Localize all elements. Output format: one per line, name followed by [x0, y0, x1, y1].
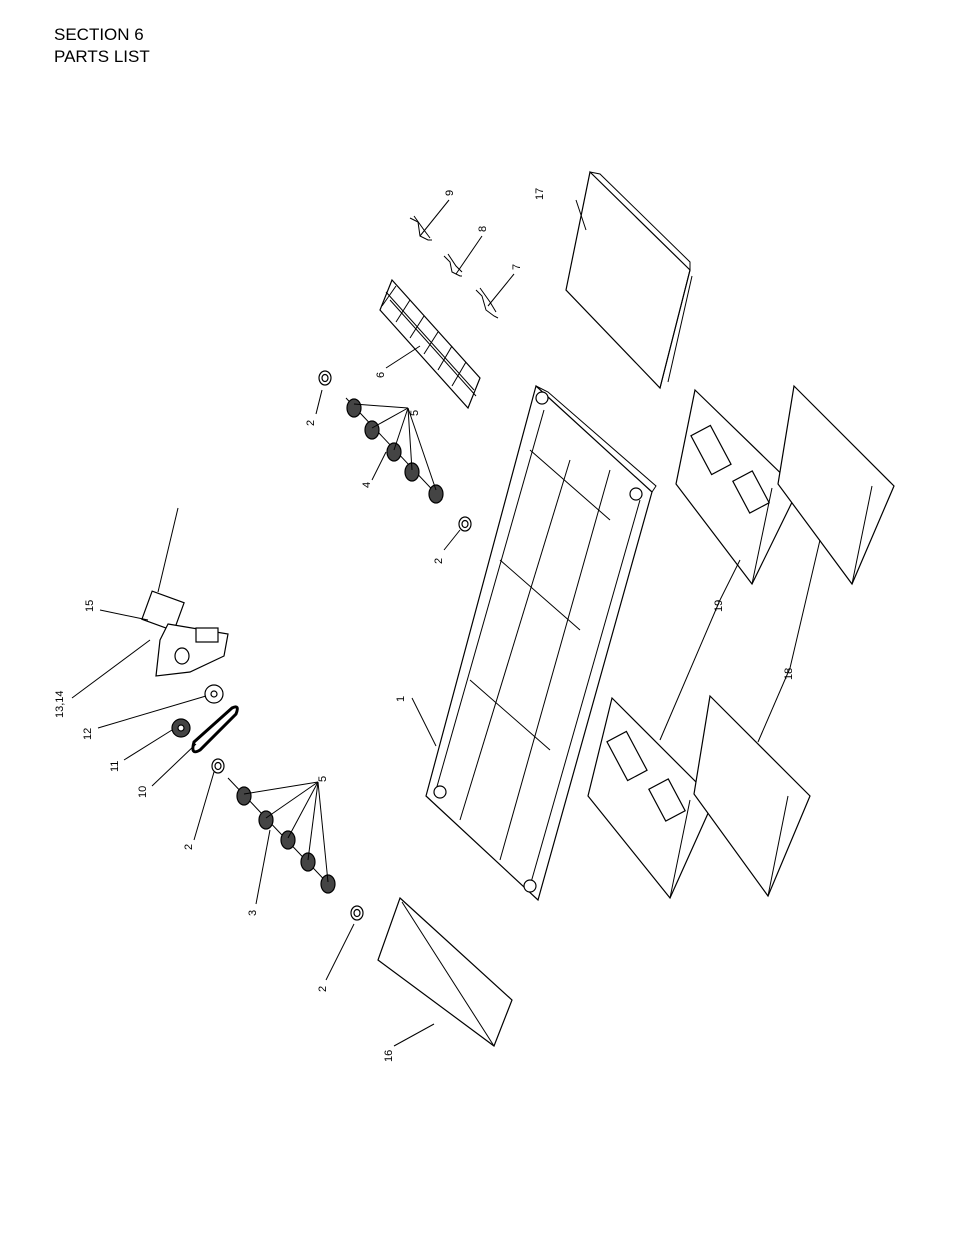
callout-2-bottom: 2 [317, 986, 329, 992]
callout-1: 1 [395, 696, 407, 702]
callout-8: 8 [477, 226, 489, 232]
part-2-bushing-left [211, 758, 225, 774]
part-6-grate [379, 278, 481, 410]
part-2-bushing-bottom [350, 905, 364, 921]
part-11-sprocket [171, 718, 191, 738]
part-16-bottom-cover [377, 896, 513, 1047]
part-2-bushing-mid [458, 516, 472, 532]
callout-12: 12 [82, 728, 94, 740]
callout-7: 7 [511, 264, 523, 270]
callout-19: 19 [713, 600, 725, 612]
callout-5-upper: 5 [409, 410, 421, 416]
part-10-chain [191, 705, 239, 754]
callout-18: 18 [783, 668, 795, 680]
callout-17: 17 [534, 188, 546, 200]
part-2-bushing-top [318, 370, 332, 386]
callout-6: 6 [375, 372, 387, 378]
callout-labels: 17 9 8 7 6 2 5 4 2 15 13,14 12 11 10 5 2… [54, 188, 795, 1062]
part-7-clip [475, 287, 499, 319]
callout-10: 10 [137, 786, 149, 798]
part-8-clip [443, 253, 463, 277]
part-12-sprocket [204, 684, 224, 704]
section-title: SECTION 6 [54, 25, 144, 44]
callout-5-lower: 5 [317, 776, 329, 782]
leader-lines [71, 199, 821, 1047]
part-18-panel-lower [693, 694, 811, 898]
part-18-panel-upper [777, 384, 895, 586]
part-17-top-cover [565, 170, 693, 390]
page-header: SECTION 6 PARTS LIST [54, 24, 150, 68]
part-3-lower-shaft [227, 777, 336, 894]
section-subtitle: PARTS LIST [54, 47, 150, 66]
callout-11: 11 [109, 761, 121, 772]
callout-2-top: 2 [305, 420, 317, 426]
callout-3: 3 [247, 910, 259, 916]
callout-13-14: 13,14 [54, 690, 66, 718]
callout-16: 16 [383, 1050, 395, 1062]
part-1-frame [425, 384, 657, 902]
callout-2-left: 2 [183, 844, 195, 850]
callout-2-mid: 2 [433, 558, 445, 564]
part-19-panel-upper [675, 388, 799, 586]
callout-9: 9 [444, 190, 456, 196]
callout-4: 4 [361, 482, 373, 488]
callout-15: 15 [84, 600, 96, 612]
part-9-clip [409, 215, 432, 241]
part-19-panel-lower [587, 696, 715, 900]
part-15-motor [141, 507, 229, 677]
